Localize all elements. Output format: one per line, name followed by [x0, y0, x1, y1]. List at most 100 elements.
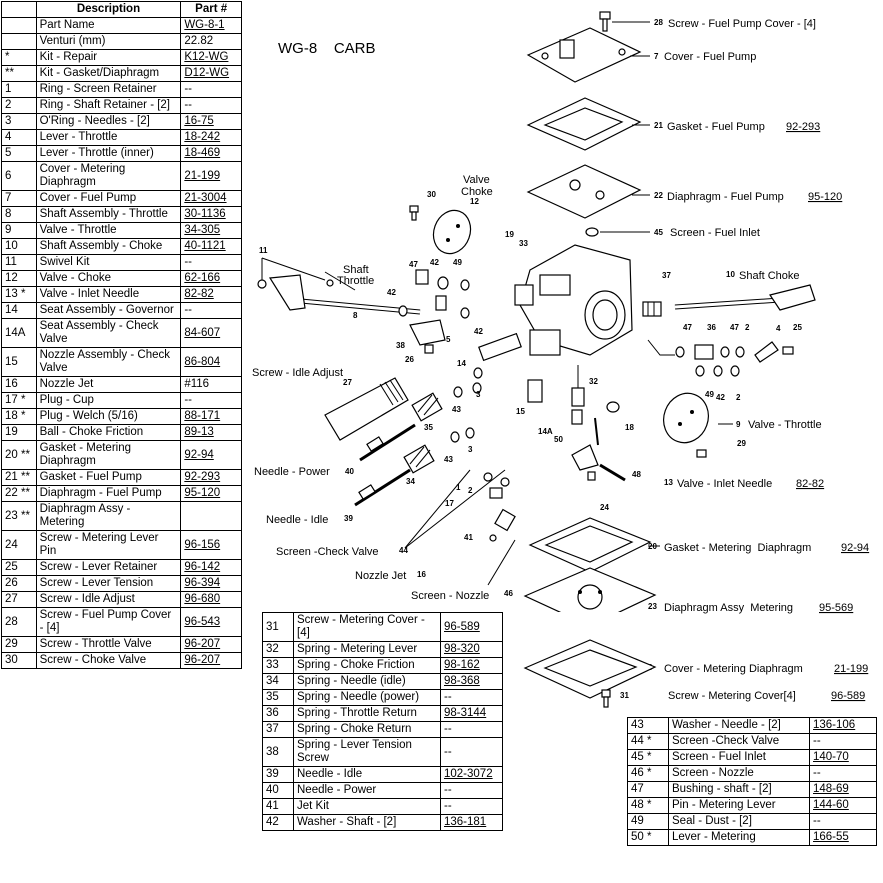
part-number-link[interactable]: 40-1121	[184, 240, 226, 252]
part-number-link[interactable]: 34-305	[184, 224, 221, 236]
metering-diaphragm-assembly	[523, 567, 657, 612]
part-number-link[interactable]: 98-320	[444, 643, 480, 655]
part-number-link[interactable]: 30-1136	[184, 208, 226, 220]
link-92-94[interactable]: 92-94	[841, 542, 869, 554]
part-number-link[interactable]: 136-181	[444, 816, 487, 828]
item-part-cell: 95-120	[180, 485, 242, 502]
link-21-199[interactable]: 21-199	[834, 663, 868, 675]
svg-text:48: 48	[632, 470, 641, 479]
check-valve-seat	[571, 365, 585, 425]
part-number-text: 22.82	[184, 35, 214, 47]
item-ref: 42	[262, 814, 294, 831]
part-number-link[interactable]: 98-368	[444, 675, 480, 687]
link-95-569[interactable]: 95-569	[819, 602, 853, 614]
svg-text:32: 32	[589, 377, 598, 386]
idle-adjust-screw	[324, 377, 409, 441]
svg-text:Screw - Fuel Pump Cover - [4]: Screw - Fuel Pump Cover - [4]	[668, 18, 816, 30]
part-number-link[interactable]: 82-82	[184, 288, 214, 300]
part-number-link[interactable]: 148-69	[813, 783, 849, 795]
callout-shaft-choke: 10 Shaft Choke	[726, 270, 800, 282]
item-ref: 20 **	[1, 440, 37, 470]
svg-text:11: 11	[259, 246, 268, 255]
callout-metering-cover-screw: 31 Screw - Metering Cover[4] 96-589	[620, 690, 865, 702]
part-number-text: --	[444, 784, 452, 796]
choke-valve	[432, 209, 472, 255]
part-number-link[interactable]: 95-120	[184, 487, 221, 499]
part-number-link[interactable]: 21-199	[184, 169, 221, 182]
part-number-link[interactable]: 166-55	[813, 831, 849, 843]
fuel-pump-diaphragm	[526, 164, 650, 219]
part-number-link[interactable]: 102-3072	[444, 768, 493, 780]
svg-text:34: 34	[406, 477, 415, 486]
link-92-293[interactable]: 92-293	[786, 121, 820, 133]
part-number-link[interactable]: 21-3004	[184, 192, 227, 204]
fuel-pump-cover	[526, 27, 650, 83]
part-number-link[interactable]: 96-589	[444, 620, 480, 633]
part-number-link[interactable]: 18-469	[184, 147, 221, 159]
part-number-link[interactable]: 18-242	[184, 131, 221, 143]
item-part-cell: 92-293	[180, 469, 242, 486]
svg-text:31: 31	[620, 691, 629, 700]
part-number-link[interactable]: 140-70	[813, 751, 849, 763]
part-number-link[interactable]: 89-13	[184, 426, 214, 438]
part-number-link[interactable]: 92-94	[184, 448, 214, 461]
item-ref: 35	[262, 689, 294, 706]
svg-text:49: 49	[705, 390, 714, 399]
label-screen-nozzle: Screen - Nozzle	[411, 590, 489, 602]
part-number-link[interactable]: 84-607	[184, 326, 221, 339]
part-number-link[interactable]: 136-106	[813, 719, 856, 731]
part-number-link[interactable]: 88-171	[184, 410, 221, 422]
item-part-cell: 30-1136	[180, 206, 242, 223]
part-number-link[interactable]: 62-166	[184, 272, 221, 284]
part-number-link[interactable]: 96-156	[184, 538, 221, 551]
item-description: Screw - Choke Valve	[35, 652, 182, 669]
part-number-link[interactable]: 86-804	[184, 355, 221, 368]
svg-text:37: 37	[662, 271, 671, 280]
link-96-589[interactable]: 96-589	[831, 690, 865, 702]
svg-text:2: 2	[745, 323, 750, 332]
part-number-link[interactable]: 92-293	[184, 471, 221, 483]
svg-text:44: 44	[399, 546, 408, 555]
part-number-link[interactable]: 98-3144	[444, 707, 487, 719]
item-part-cell: 98-3144	[440, 705, 503, 722]
part-number-link[interactable]: 96-394	[184, 577, 221, 589]
diagram-part-numbers: 30 12 19 33 11 47 42 49 8 42 5 42 38 26 …	[259, 190, 802, 598]
svg-text:Shaft Choke: Shaft Choke	[739, 270, 800, 282]
svg-text:14: 14	[457, 359, 466, 368]
part-number-text: --	[184, 99, 192, 111]
item-part-cell: 102-3072	[440, 766, 503, 783]
svg-text:4: 4	[776, 324, 781, 333]
svg-text:42: 42	[474, 327, 483, 336]
svg-text:42: 42	[430, 258, 439, 267]
part-number-link[interactable]: 16-75	[184, 115, 214, 127]
part-number-link[interactable]: WG-8-1	[184, 19, 225, 31]
item-part-cell: D12-WG	[180, 65, 242, 82]
part-number-link[interactable]: K12-WG	[184, 51, 229, 63]
table-row: 44 *Screen -Check Valve--	[627, 733, 877, 750]
item-description: Cover - Metering Diaphragm	[35, 161, 182, 191]
part-number-link[interactable]: 96-207	[184, 654, 221, 666]
part-number-link[interactable]: 96-142	[184, 561, 221, 573]
svg-text:Gasket - Fuel Pump: Gasket - Fuel Pump	[667, 121, 765, 133]
part-number-text: #116	[184, 378, 210, 390]
item-description: Screw - Metering Cover - [4]	[293, 612, 441, 642]
item-part-cell: 21-3004	[180, 190, 242, 207]
part-number-link[interactable]: 144-60	[813, 799, 849, 811]
part-number-link[interactable]: D12-WG	[184, 67, 230, 79]
svg-text:30: 30	[427, 190, 436, 199]
item-ref: 12	[1, 270, 37, 287]
part-number-link[interactable]: 96-680	[184, 593, 221, 605]
fuel-pump-cover-screw	[599, 11, 650, 32]
part-number-link[interactable]: 96-207	[184, 638, 221, 650]
link-95-120[interactable]: 95-120	[808, 191, 842, 203]
svg-text:1: 1	[456, 483, 461, 492]
part-number-link[interactable]: 98-162	[444, 659, 480, 671]
svg-text:27: 27	[343, 378, 352, 387]
part-number-link[interactable]: 96-543	[184, 615, 221, 628]
link-82-82[interactable]: 82-82	[796, 478, 824, 490]
